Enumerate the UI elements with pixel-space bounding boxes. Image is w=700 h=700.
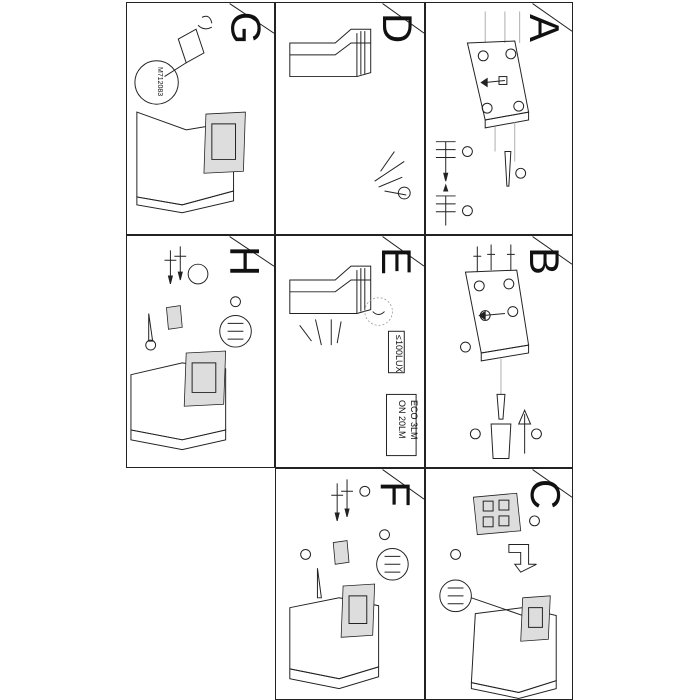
panel-b-letter: B (521, 246, 569, 276)
panel-d-letter: D (374, 12, 422, 44)
panel-c-illustration (439, 469, 572, 699)
panel-b-illustration (460, 236, 572, 460)
sensor-threshold-label: ≤100LUX (394, 335, 404, 373)
panel-h: H (126, 235, 275, 468)
panel-a-illustration (435, 3, 572, 226)
panel-e-letter: E (373, 246, 421, 276)
part-code-label: M712083 (156, 67, 163, 97)
panel-f-illustration (289, 469, 424, 690)
panel-d-illustration (289, 3, 424, 200)
panel-b: B (425, 235, 573, 468)
panel-a-letter: A (521, 13, 569, 43)
panel-a: A (425, 2, 573, 235)
panel-g-letter: G (222, 11, 270, 45)
on-mode-label: ON 20LM (397, 400, 407, 439)
eco-mode-label: ECO 3LM (409, 400, 419, 440)
panel-h-letter: H (221, 245, 269, 277)
panel-c-letter: C (522, 478, 570, 510)
panel-h-illustration (130, 236, 274, 451)
panel-g: G M712083 (126, 2, 275, 235)
panel-e-illustration (289, 236, 424, 457)
panel-d: D (275, 2, 425, 235)
panel-f: F (275, 468, 425, 700)
panel-f-letter: F (371, 481, 419, 507)
panel-g-illustration (134, 3, 274, 214)
panel-e: E ≤100LUX ECO 3LM ON 20LM (275, 235, 425, 468)
panel-c: C (425, 468, 573, 700)
